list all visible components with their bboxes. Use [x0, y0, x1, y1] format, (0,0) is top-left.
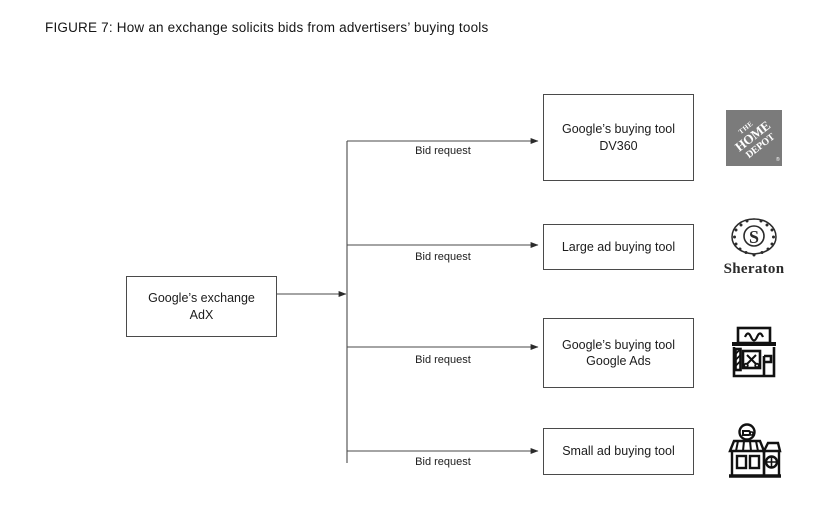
target-node-label-large-ad-buying-tool: Large ad buying tool [561, 239, 676, 254]
target-node-small-ad-buying-tool[interactable]: Small ad buying tool [543, 428, 694, 475]
cafe-storefront-icon [728, 422, 782, 478]
source-node-label: Google’s exchange AdX [148, 291, 255, 322]
barbershop-storefront-icon [732, 326, 776, 377]
figure-caption: FIGURE 7: How an exchange solicits bids … [45, 20, 489, 35]
target-node-label-dv360: Google’s buying tool DV360 [561, 122, 676, 153]
advertiser-logo-caption-sheraton: Sheraton [723, 261, 785, 277]
advertiser-logo-barbershop [718, 320, 790, 384]
advertiser-logo-sheraton: S Sheraton [712, 213, 796, 279]
advertiser-logo-home-depot: THE HOME DEPOT ® [716, 107, 792, 169]
target-node-dv360[interactable]: Google’s buying tool DV360 [543, 94, 694, 181]
target-node-label-small-ad-buying-tool: Small ad buying tool [562, 444, 675, 459]
edge-label-bid-request-2: Bid request [415, 251, 471, 263]
edge-label-bid-request-3: Bid request [415, 354, 471, 366]
svg-text:®: ® [776, 156, 780, 163]
advertiser-logo-cafe [718, 421, 790, 487]
edge-label-bid-request-1: Bid request [415, 145, 471, 157]
target-node-large-ad-buying-tool[interactable]: Large ad buying tool [543, 224, 694, 270]
svg-text:S: S [749, 227, 759, 247]
target-node-label-google-ads: Google’s buying tool Google Ads [561, 337, 676, 369]
source-node-google-exchange-adx[interactable]: Google’s exchange AdX [126, 276, 277, 337]
edge-label-bid-request-4: Bid request [415, 456, 471, 468]
home-depot-logo: THE HOME DEPOT ® [726, 109, 782, 166]
sheraton-logo: S [731, 218, 777, 257]
target-node-google-ads[interactable]: Google’s buying tool Google Ads [543, 318, 694, 388]
